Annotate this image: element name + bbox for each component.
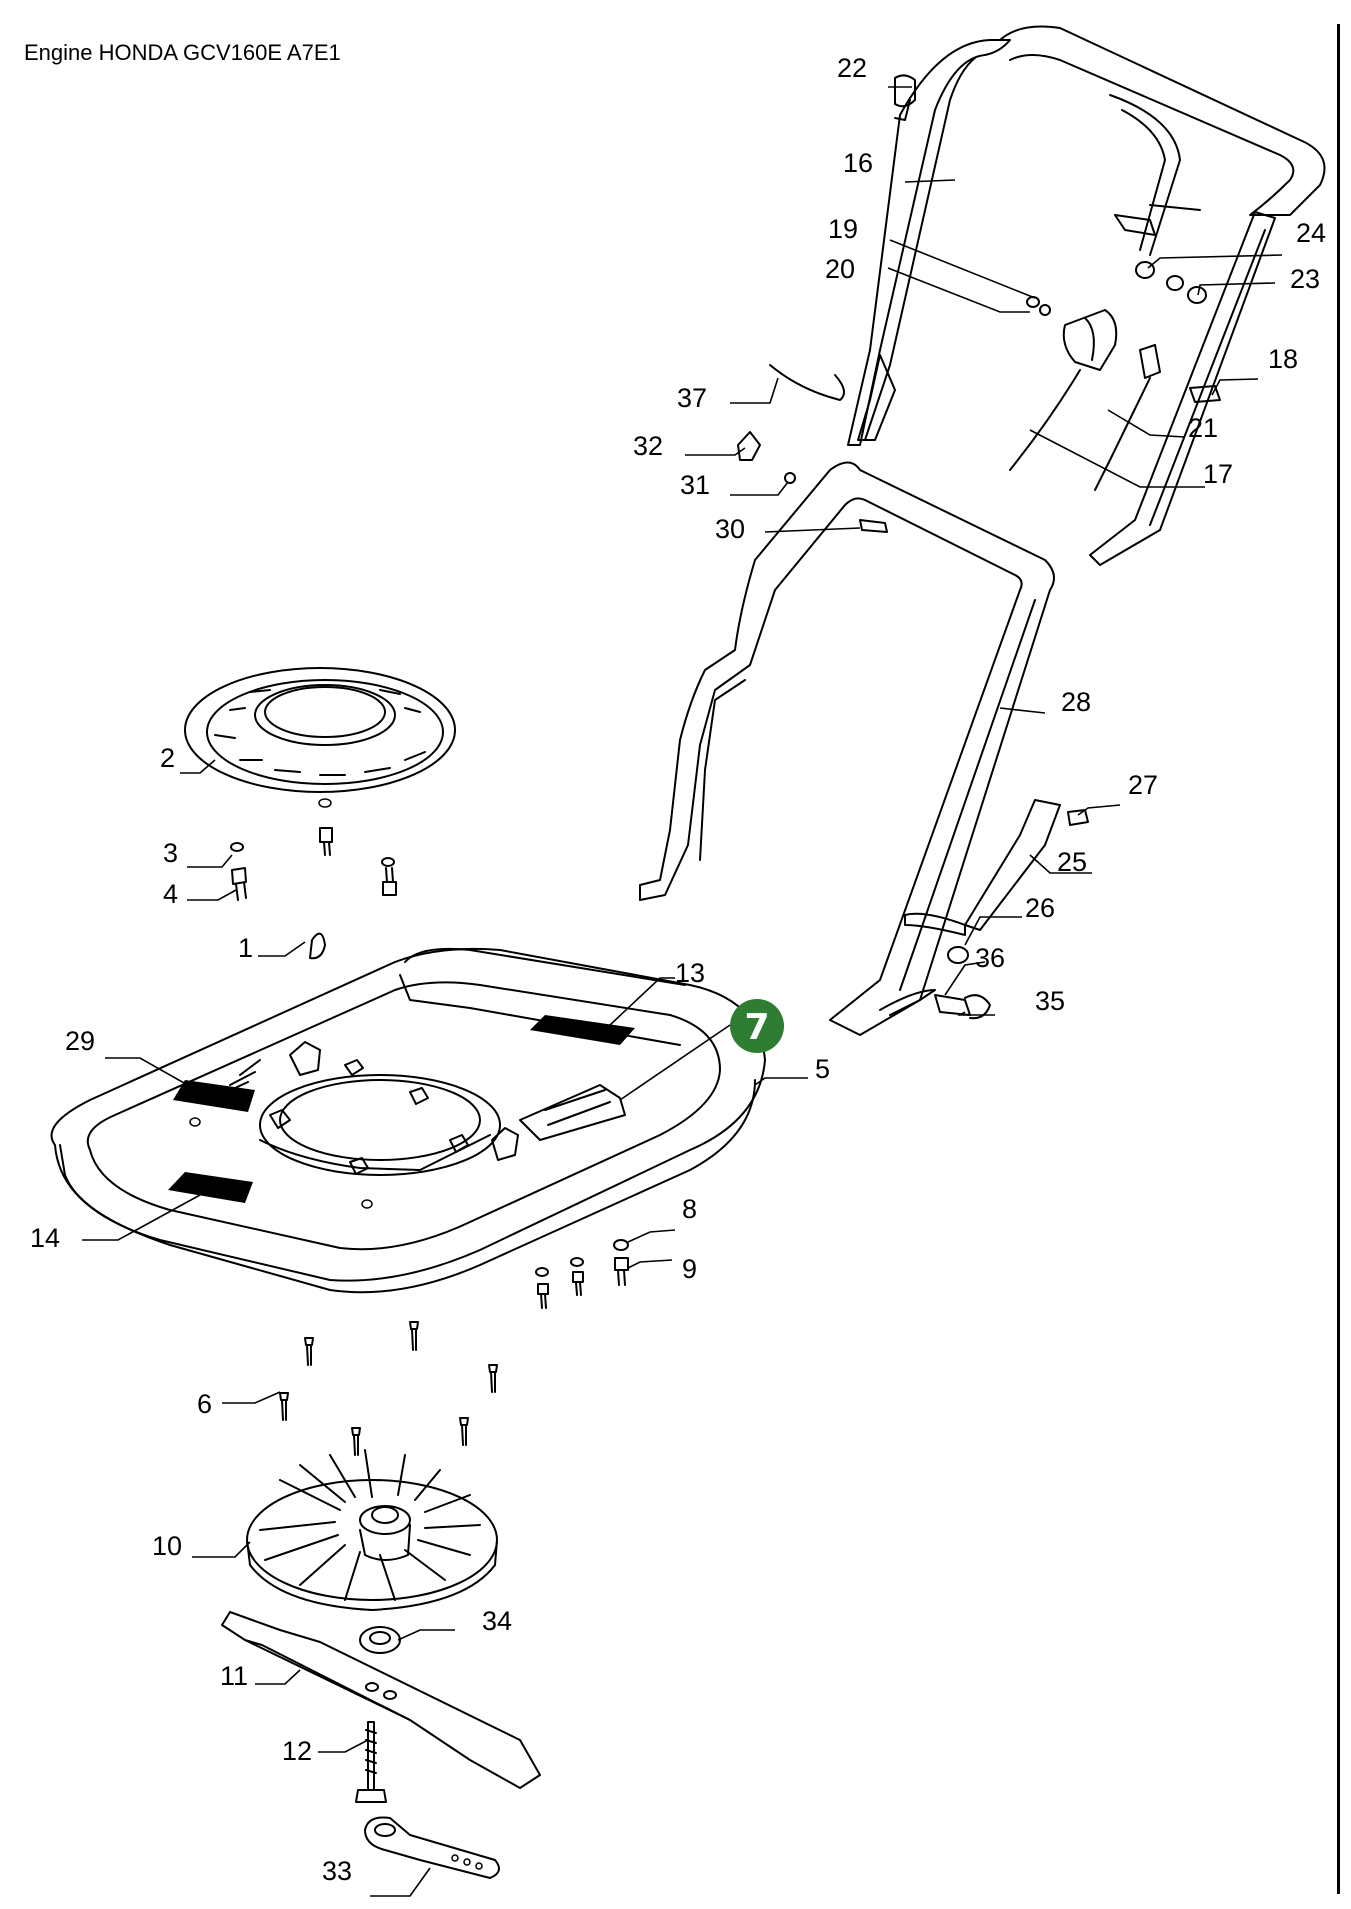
callout-18: 18 [1268, 344, 1298, 374]
callout-31: 31 [680, 470, 710, 500]
callout-24: 24 [1296, 218, 1326, 248]
callout-2: 2 [160, 743, 175, 773]
callout-16: 16 [843, 148, 873, 178]
callout-29: 29 [65, 1026, 95, 1056]
callout-33: 33 [322, 1856, 352, 1886]
callout-20: 20 [825, 254, 855, 284]
callout-26: 26 [1025, 893, 1055, 923]
callout-21: 21 [1188, 413, 1218, 443]
callout-14: 14 [30, 1223, 60, 1253]
callout-32: 32 [633, 431, 663, 461]
highlight-badge[interactable]: 7 [730, 999, 784, 1053]
cooling-fan [246, 1449, 498, 1611]
callout-5: 5 [815, 1054, 830, 1084]
blade-bolt [355, 1721, 387, 1803]
highlight-badge-circle [730, 999, 784, 1053]
callout-17: 17 [1203, 459, 1233, 489]
blade-adapter [364, 1816, 500, 1879]
upper-handle [847, 25, 1326, 566]
callout-6: 6 [197, 1389, 212, 1419]
callout-1: 1 [238, 933, 253, 963]
callout-34: 34 [482, 1606, 512, 1636]
callout-12: 12 [282, 1736, 312, 1766]
deck-screws [279, 1321, 498, 1456]
height-lever [879, 799, 1089, 1020]
callout-8: 8 [682, 1194, 697, 1224]
callout-28: 28 [1061, 687, 1091, 717]
top-cover [184, 667, 456, 808]
callout-13: 13 [675, 958, 705, 988]
callout-36: 36 [975, 943, 1005, 973]
callout-30: 30 [715, 514, 745, 544]
handle-knobs [737, 74, 1221, 533]
blade-washer [359, 1626, 401, 1654]
mount-bolts [230, 827, 397, 960]
callout-22: 22 [837, 53, 867, 83]
callout-9: 9 [682, 1254, 697, 1284]
highlight-badge-label: 7 [744, 1007, 769, 1048]
deck-bolts-rear [535, 1239, 629, 1309]
callout-4: 4 [163, 879, 178, 909]
lower-handle [639, 461, 1055, 1036]
callout-10: 10 [152, 1531, 182, 1561]
mower-deck [50, 947, 766, 1294]
callout-19: 19 [828, 214, 858, 244]
frame-border [1337, 24, 1340, 1894]
diagram-title: Engine HONDA GCV160E A7E1 [24, 40, 341, 65]
callout-11: 11 [220, 1661, 248, 1691]
callout-25: 25 [1057, 847, 1087, 877]
leader-lines [82, 86, 1283, 1897]
callout-23: 23 [1290, 264, 1320, 294]
callout-35: 35 [1035, 986, 1065, 1016]
cutting-blade [221, 1611, 541, 1789]
callout-3: 3 [163, 838, 178, 868]
callout-37: 37 [677, 383, 707, 413]
callout-labels: 22 16 19 20 24 23 18 37 21 32 17 31 30 2… [30, 53, 1326, 1886]
callout-27: 27 [1128, 770, 1158, 800]
